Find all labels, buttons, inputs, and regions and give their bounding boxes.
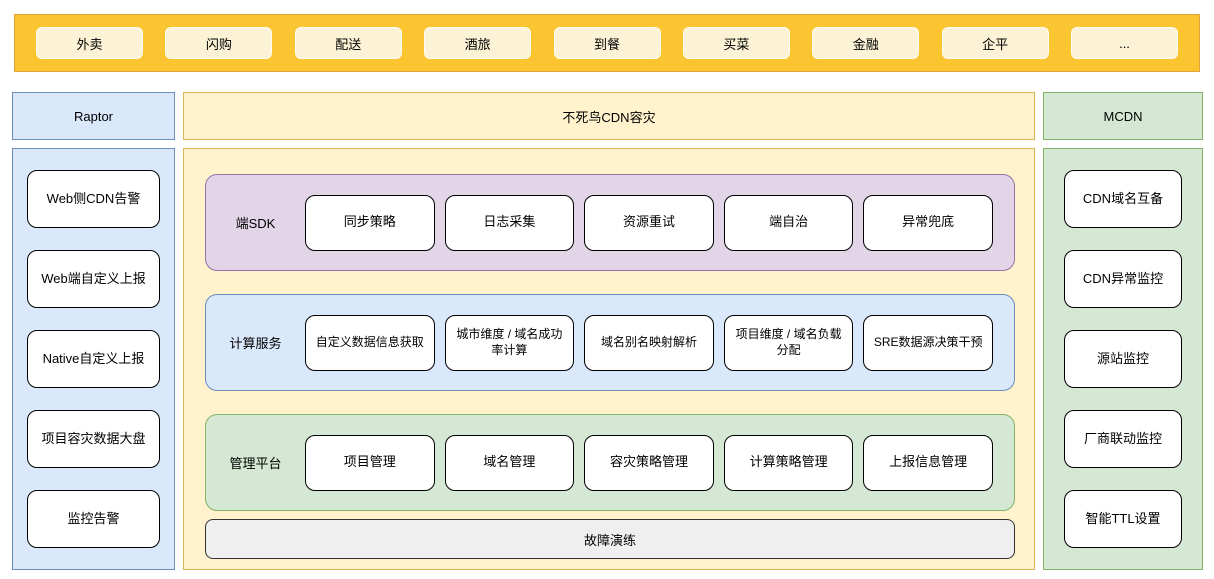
mgmt-box-domain-mgmt: 域名管理 <box>444 434 575 491</box>
sdk-box-log-collect: 日志采集 <box>444 194 575 251</box>
raptor-item-monitor-alert: 监控告警 <box>27 490 160 548</box>
client-sdk-layer-label: 端SDK <box>235 216 276 231</box>
business-line-daocan: 到餐 <box>553 27 661 59</box>
client-sdk-layer: 端SDK 同步策略 日志采集 资源重试 端自治 异常兜底 <box>205 174 1015 271</box>
management-platform-layer-label: 管理平台 <box>229 456 282 471</box>
compute-box-alias-mapping: 域名别名映射解析 <box>584 314 714 371</box>
compute-box-load-distribution: 项目维度 / 域名负载分配 <box>723 314 854 371</box>
compute-box-success-rate-calc: 城市维度 / 域名成功率计算 <box>444 314 575 371</box>
mcdn-item-smart-ttl: 智能TTL设置 <box>1064 490 1182 548</box>
business-line-jiulv: 酒旅 <box>424 27 532 59</box>
raptor-header: Raptor <box>12 92 175 140</box>
compute-service-layer-boxes: 自定义数据信息获取 城市维度 / 域名成功率计算 域名别名映射解析 项目维度 /… <box>305 314 1014 371</box>
business-line-maicai: 买菜 <box>682 27 790 59</box>
business-line-more: ... <box>1071 27 1178 59</box>
business-line-waimai: 外卖 <box>36 27 143 59</box>
fault-drill-bar: 故障演练 <box>205 519 1015 559</box>
mgmt-box-compute-policy-mgmt: 计算策略管理 <box>723 434 854 491</box>
mcdn-item-vendor-monitor: 厂商联动监控 <box>1064 410 1182 468</box>
firebird-cdn-header: 不死鸟CDN容灾 <box>183 92 1035 140</box>
raptor-panel: Web侧CDN告警 Web端自定义上报 Native自定义上报 项目容灾数据大盘… <box>12 148 175 570</box>
raptor-item-web-custom-report: Web端自定义上报 <box>27 250 160 308</box>
sdk-box-resource-retry: 资源重试 <box>584 194 714 251</box>
mgmt-box-project-mgmt: 项目管理 <box>305 434 435 491</box>
compute-box-custom-data-fetch: 自定义数据信息获取 <box>305 314 435 371</box>
mgmt-box-dr-policy-mgmt: 容灾策略管理 <box>584 434 714 491</box>
mcdn-item-anomaly-monitor: CDN异常监控 <box>1064 250 1182 308</box>
management-platform-layer-boxes: 项目管理 域名管理 容灾策略管理 计算策略管理 上报信息管理 <box>305 434 1014 491</box>
raptor-item-dr-dashboard: 项目容灾数据大盘 <box>27 410 160 468</box>
mcdn-item-domain-backup: CDN域名互备 <box>1064 170 1182 228</box>
mgmt-box-report-info-mgmt: 上报信息管理 <box>863 434 993 491</box>
sdk-box-client-autonomy: 端自治 <box>723 194 854 251</box>
business-line-shangou: 闪购 <box>165 27 273 59</box>
management-platform-layer: 管理平台 项目管理 域名管理 容灾策略管理 计算策略管理 上报信息管理 <box>205 414 1015 511</box>
mcdn-item-origin-monitor: 源站监控 <box>1064 330 1182 388</box>
compute-box-sre-decision: SRE数据源决策干预 <box>863 314 993 371</box>
business-line-qiping: 企平 <box>941 27 1049 59</box>
mcdn-header: MCDN <box>1043 92 1203 140</box>
mcdn-panel: CDN域名互备 CDN异常监控 源站监控 厂商联动监控 智能TTL设置 <box>1043 148 1203 570</box>
raptor-item-web-cdn-alert: Web侧CDN告警 <box>27 170 160 228</box>
firebird-cdn-panel: 端SDK 同步策略 日志采集 资源重试 端自治 异常兜底 计算服务 自定义数据信… <box>183 148 1035 570</box>
business-line-peisong: 配送 <box>294 27 402 59</box>
business-line-jinrong: 金融 <box>812 27 920 59</box>
sdk-box-sync-strategy: 同步策略 <box>305 194 435 251</box>
compute-service-layer-label: 计算服务 <box>229 336 282 351</box>
raptor-item-native-custom-report: Native自定义上报 <box>27 330 160 388</box>
business-lines-bar: 外卖 闪购 配送 酒旅 到餐 买菜 金融 企平 ... <box>14 14 1200 72</box>
sdk-box-exception-fallback: 异常兜底 <box>863 194 993 251</box>
client-sdk-layer-boxes: 同步策略 日志采集 资源重试 端自治 异常兜底 <box>305 194 1014 251</box>
compute-service-layer: 计算服务 自定义数据信息获取 城市维度 / 域名成功率计算 域名别名映射解析 项… <box>205 294 1015 391</box>
